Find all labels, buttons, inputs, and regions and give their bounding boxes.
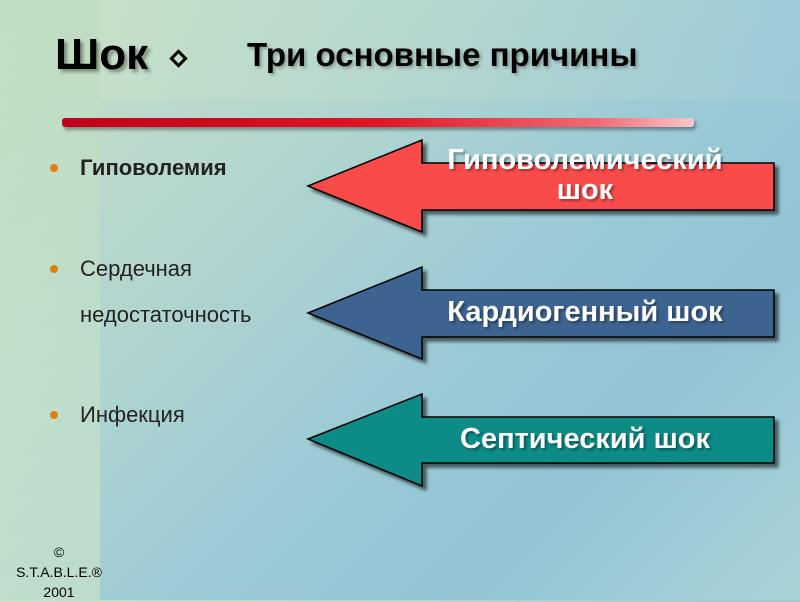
arrow-hypovolemic-shock	[305, 138, 775, 234]
arrow-label-hypovolemic: Гиповолемический шок	[395, 145, 775, 205]
slide-subtitle: Три основные причины	[247, 36, 638, 73]
list-item-label: Сердечная	[80, 256, 192, 281]
arrow-septic-shock	[305, 392, 775, 488]
bullet-dot-icon	[50, 164, 58, 172]
arrow-label-septic: Септический шок	[460, 423, 710, 455]
arrow-cardiogenic-shock	[305, 265, 775, 361]
sidebar-band	[0, 0, 100, 600]
bullet-dot-icon	[50, 265, 58, 273]
slide-title: Шок	[55, 30, 149, 79]
copyright-notice: © S.T.A.B.L.E.® 2001	[14, 542, 104, 602]
list-item-label: Инфекция	[80, 402, 185, 427]
copyright-line: © S.T.A.B.L.E.®	[16, 544, 102, 580]
arrow-label-line: Гиповолемический	[447, 144, 723, 176]
arrow-label-cardiogenic: Кардиогенный шок	[447, 296, 723, 328]
arrow-label-line: шок	[556, 174, 614, 206]
list-item-label: недостаточность	[80, 302, 252, 327]
bullet-dot-icon	[50, 411, 58, 419]
header-band	[100, 0, 800, 100]
title-divider	[62, 118, 694, 127]
copyright-year: 2001	[43, 584, 75, 600]
list-item-label: Гиповолемия	[80, 155, 227, 180]
